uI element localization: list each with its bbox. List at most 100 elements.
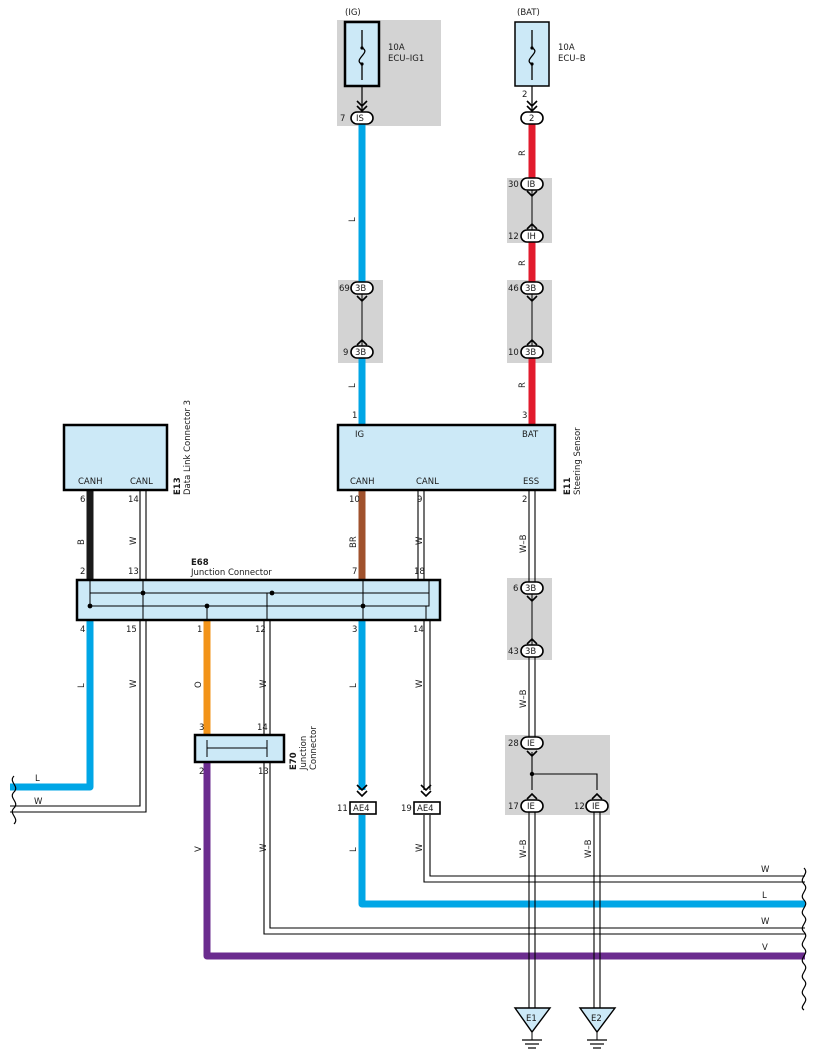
pin-label: 13 [128, 567, 139, 577]
svg-text:V: V [194, 846, 204, 852]
pin-label: 15 [126, 625, 137, 635]
svg-text:3B: 3B [525, 348, 536, 358]
svg-text:IH: IH [527, 232, 536, 242]
pin-label: 10 [349, 495, 360, 505]
pin-label: 12 [255, 625, 266, 635]
connector-3b-69: 3B 69 [339, 281, 374, 295]
pin-label: 6 [80, 495, 85, 505]
svg-text:L: L [77, 683, 87, 688]
steering-sensor-e11: 1 3 IG BAT CANH CANL ESS 10 9 2 E11 Stee… [336, 411, 583, 505]
svg-text:W: W [259, 679, 269, 688]
fuse-ecu-b: (BAT) 10A ECU–B 2 [514, 8, 586, 100]
fuse-name: ECU–IG1 [388, 54, 424, 64]
ie-splice [531, 752, 598, 790]
wires-colored [10, 124, 805, 960]
component-name: Data Link Connector 3 [183, 400, 193, 495]
component-id: E13 [173, 477, 183, 495]
svg-text:28: 28 [508, 739, 519, 749]
data-link-connector-e13: CANH CANL 6 14 E13 Data Link Connector 3 [62, 400, 193, 505]
svg-text:W–B: W–B [584, 839, 594, 858]
pin-label: 2 [522, 495, 527, 505]
terminal-label: ESS [523, 477, 539, 487]
connector-ie-28: IE 28 [508, 736, 544, 750]
connector-ib: IB 30 [508, 177, 544, 191]
svg-text:AE4: AE4 [417, 804, 434, 814]
pin-label: 14 [413, 625, 424, 635]
connector-ae4-11: AE4 11 [337, 801, 377, 815]
pin-label: 3 [352, 625, 357, 635]
wires-double [10, 490, 805, 1008]
connector-ie-12: IE 12 [574, 799, 609, 813]
connector-2: 2 [520, 111, 544, 125]
svg-text:19: 19 [401, 804, 412, 814]
wire-color-labels-horizontal: L W W L W V [34, 774, 770, 953]
ground-e2: E2 [578, 1007, 617, 1049]
svg-text:IS: IS [356, 114, 364, 124]
svg-text:30: 30 [508, 180, 519, 190]
svg-text:W: W [415, 679, 425, 688]
fuse-ecu-ig1: (IG) 10A ECU–IG1 [343, 8, 424, 88]
svg-text:W: W [761, 865, 770, 875]
svg-text:R: R [518, 150, 528, 156]
connector-3b-43: 3B 43 [508, 644, 544, 658]
pin-label: 14 [257, 723, 268, 733]
svg-text:B: B [77, 539, 87, 545]
svg-text:W: W [415, 843, 425, 852]
svg-text:BR: BR [349, 536, 359, 548]
svg-text:W–B: W–B [519, 689, 529, 708]
terminal-label: CANH [350, 477, 375, 487]
connector-3b-46: 3B 46 [508, 281, 544, 295]
wire-color-labels: L R R L R B W BR W W–B L W O W L W W–B V… [77, 150, 594, 858]
svg-text:W–B: W–B [519, 534, 529, 553]
connector-arrows [356, 100, 603, 800]
component-name: Connector [309, 726, 319, 770]
svg-text:L: L [349, 683, 359, 688]
pin-label: 1 [197, 625, 202, 635]
svg-text:W: W [415, 536, 425, 545]
svg-text:69: 69 [339, 284, 350, 294]
terminal-label: IG [355, 430, 364, 440]
svg-text:9: 9 [343, 348, 348, 358]
svg-text:10: 10 [508, 348, 519, 358]
svg-text:3B: 3B [355, 348, 366, 358]
svg-text:3B: 3B [525, 647, 536, 657]
svg-text:17: 17 [508, 802, 519, 812]
svg-text:W: W [259, 843, 269, 852]
svg-text:11: 11 [337, 804, 348, 814]
connector-is: IS 7 [340, 111, 374, 125]
component-id: E70 [289, 752, 299, 770]
fuse-pin: 2 [522, 90, 527, 100]
junction-connector-e68: E68 Junction Connector 2 13 7 18 4 15 1 … [75, 558, 442, 635]
svg-text:IB: IB [527, 180, 536, 190]
svg-text:12: 12 [574, 802, 585, 812]
pin-label: 14 [128, 495, 139, 505]
inline-connectors: IS 7 2 IB 30 IH 12 3B 69 3B 9 [337, 111, 609, 815]
fuse-source-label: (IG) [345, 8, 361, 18]
terminal-label: BAT [522, 430, 539, 440]
svg-text:E2: E2 [591, 1014, 602, 1024]
pin-label: 9 [417, 495, 422, 505]
svg-text:R: R [518, 260, 528, 266]
junction-connector-e70: 3 14 2 13 E70 Junction Connector [193, 723, 319, 777]
pin-label: 2 [80, 567, 85, 577]
connector-3b-9: 3B 9 [343, 345, 374, 359]
svg-text:O: O [194, 681, 204, 688]
svg-text:3B: 3B [525, 584, 536, 594]
terminal-label: CANL [416, 477, 439, 487]
pin-label: 2 [199, 767, 204, 777]
fuse-name: ECU–B [558, 54, 586, 64]
svg-text:IE: IE [527, 739, 535, 749]
svg-text:E1: E1 [526, 1014, 537, 1024]
svg-text:W: W [129, 679, 139, 688]
component-name: Steering Sensor [573, 427, 583, 495]
pin-label: 1 [352, 411, 357, 421]
svg-text:3B: 3B [525, 284, 536, 294]
pin-label: 3 [199, 723, 204, 733]
svg-text:W: W [761, 917, 770, 927]
component-id: E68 [191, 558, 209, 568]
svg-text:W–B: W–B [519, 839, 529, 858]
pin-label: 7 [352, 567, 357, 577]
shaded-regions [337, 20, 610, 815]
svg-text:12: 12 [508, 232, 519, 242]
